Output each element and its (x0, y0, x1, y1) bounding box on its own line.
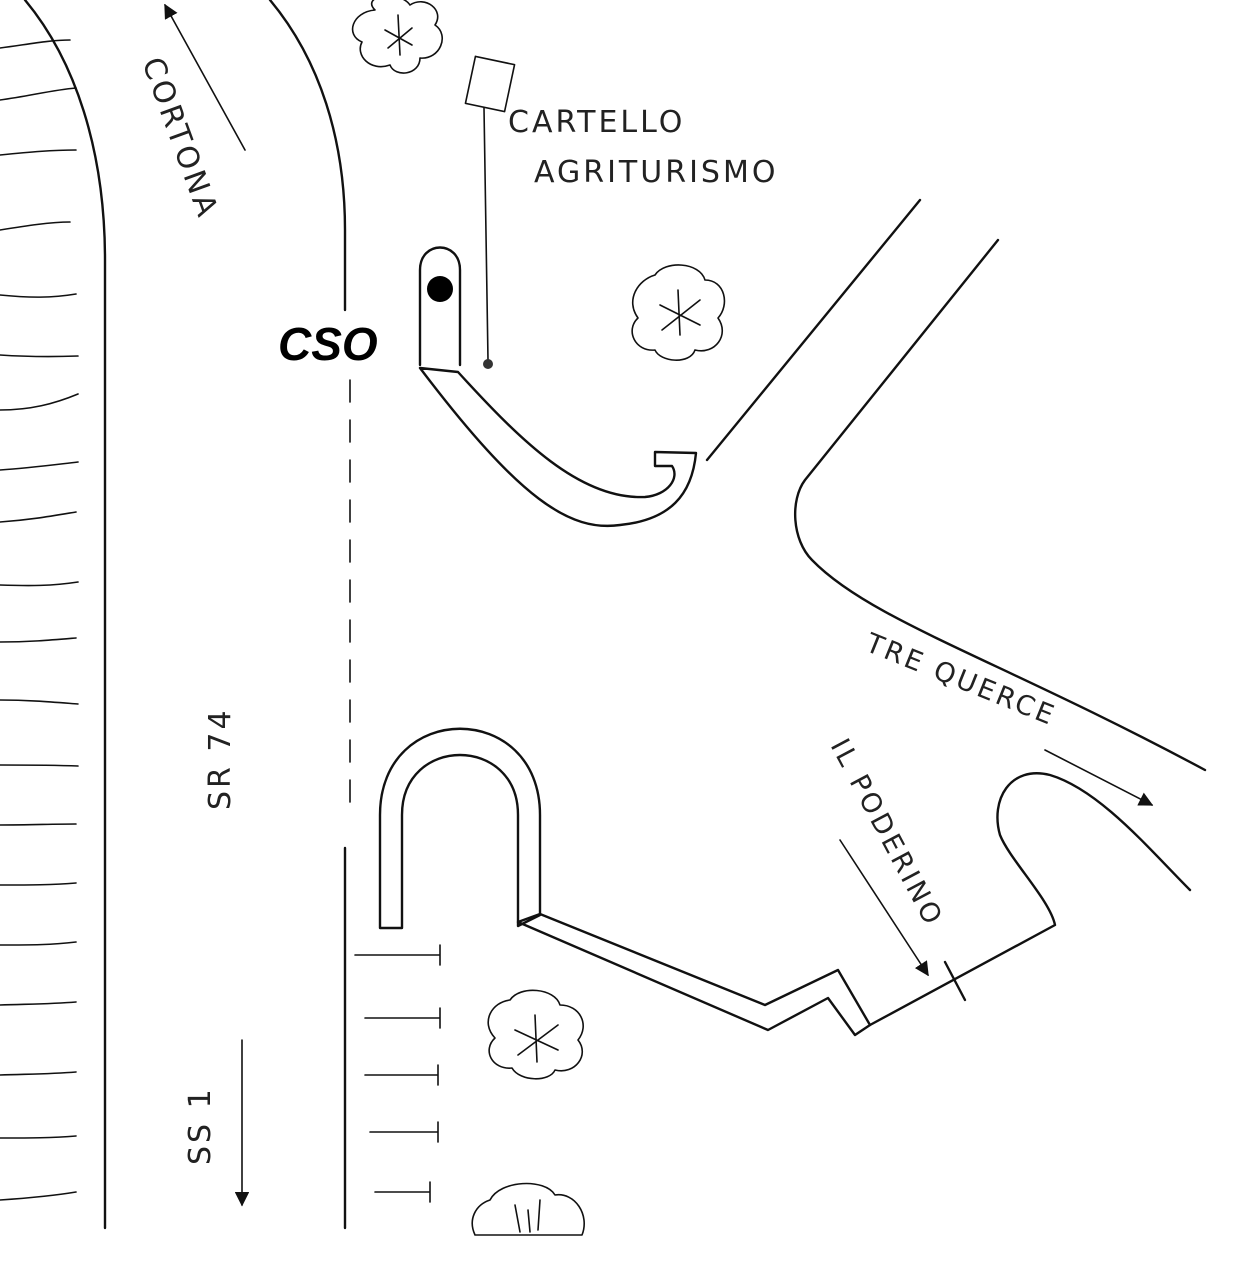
tree-middle (631, 264, 726, 361)
left-road-edge (23, 0, 107, 1230)
right-road-edge-upper (268, 0, 347, 312)
label-ss1: SS 1 (183, 1086, 218, 1165)
tree-lower-2 (471, 1182, 585, 1236)
arrow-cortona (164, 3, 246, 151)
tree-lower-1 (487, 989, 584, 1080)
roadside-marks-left (0, 39, 79, 1201)
poderino-gate-mark (943, 960, 967, 1002)
cso-marker (427, 276, 453, 302)
label-cartello-line2: AGRITURISMO (534, 155, 778, 190)
signpost-base (483, 359, 493, 369)
label-cortona: CORTONA (134, 53, 225, 224)
signpost-pole (483, 107, 489, 361)
label-cso: CSO (278, 318, 378, 370)
label-sr74: SR 74 (203, 707, 238, 810)
arrow-il-poderino (839, 839, 929, 977)
tree-top (351, 0, 444, 74)
arrow-tre-querce (1044, 749, 1154, 806)
side-road-upper-edge-1 (705, 198, 922, 462)
signpost-board (464, 55, 516, 113)
lower-island-kerb (516, 912, 872, 1037)
side-road-upper-edge-2 (794, 238, 1207, 772)
upper-island-hatched-kerb (418, 366, 698, 528)
poderino-road-edge (868, 772, 1192, 1027)
lower-island-arch (378, 727, 542, 930)
roadside-marks-right (354, 944, 441, 1203)
label-cartello-line1: CARTELLO (508, 105, 685, 140)
upper-island-outline (418, 246, 462, 367)
label-il-poderino: IL PODERINO (824, 734, 949, 932)
label-tre-querce: TRE QUERCE (860, 627, 1060, 732)
